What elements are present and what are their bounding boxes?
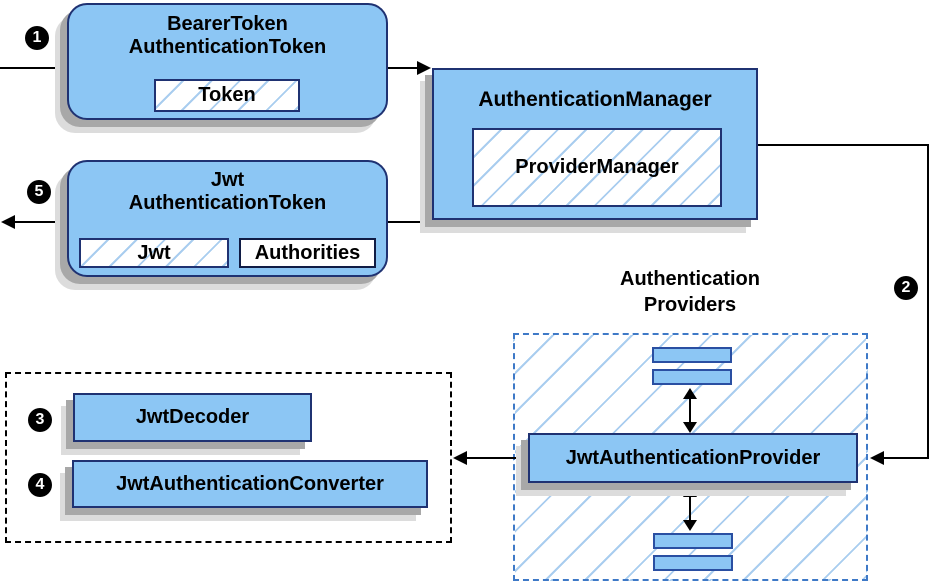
jwt-token-title-line2: AuthenticationToken: [128, 192, 327, 214]
authorities-chip-label: Authorities: [254, 241, 361, 264]
authentication-manager-node: AuthenticationManager ProviderManager: [432, 68, 758, 220]
jwt-chip: Jwt: [79, 238, 229, 268]
providers-upper-double-arrow-top-head: [683, 388, 697, 399]
step-badge-4: 4: [28, 473, 52, 497]
bearer-token-title-line1: BearerToken: [167, 13, 288, 35]
other-provider-slot-4: [653, 555, 733, 571]
decoder-converter-group-box: [5, 372, 452, 543]
bearer-token-title-line2: AuthenticationToken: [128, 36, 327, 58]
jwt-decoder-title: JwtDecoder: [135, 406, 250, 428]
providers-lower-double-arrow-bottom-head: [683, 520, 697, 531]
step-badge-3: 3: [28, 408, 52, 432]
arrow-bearer-to-manager-head: [417, 61, 431, 75]
authorities-chip: Authorities: [239, 238, 376, 268]
token-chip: Token: [154, 79, 300, 112]
other-provider-slot-1: [652, 347, 732, 363]
arrow-jwt-token-out-line: [13, 221, 67, 223]
authentication-providers-label: Authentication Providers: [565, 266, 815, 318]
token-chip-label: Token: [198, 84, 256, 106]
step-badge-1: 1: [25, 26, 49, 50]
connector-manager-to-jwt-token: [388, 221, 433, 223]
arrow-bearer-to-manager-line: [388, 67, 418, 69]
providers-lower-double-arrow-top-head: [683, 486, 697, 497]
jwt-authentication-provider-node: JwtAuthenticationProvider: [528, 433, 858, 483]
jwt-decoder-node: JwtDecoder: [73, 393, 312, 442]
arrow-provider-to-decoders-head: [453, 451, 467, 465]
step-badge-2: 2: [894, 276, 918, 300]
jwt-authentication-converter-title: JwtAuthenticationConverter: [116, 472, 384, 495]
jwt-authentication-token-node: Jwt AuthenticationToken Jwt Authorities: [67, 160, 388, 277]
authentication-providers-label-line1: Authentication: [620, 268, 760, 290]
providers-upper-double-arrow-line: [689, 396, 691, 424]
arrow-manager-to-provider-vertical: [927, 144, 929, 458]
arrow-provider-to-decoders-line: [467, 457, 528, 459]
authentication-manager-title: AuthenticationManager: [478, 88, 712, 111]
provider-manager-chip-label: ProviderManager: [515, 156, 679, 178]
providers-upper-double-arrow-bottom-head: [683, 422, 697, 433]
bearer-token-authentication-token-node: BearerToken AuthenticationToken Token: [67, 3, 388, 120]
jwt-authentication-provider-title: JwtAuthenticationProvider: [565, 446, 821, 469]
arrow-jwt-token-out-head: [1, 215, 15, 229]
jwt-authentication-converter-node: JwtAuthenticationConverter: [72, 460, 428, 508]
arrow-incoming-request: [0, 67, 66, 69]
other-provider-slot-2: [652, 369, 732, 385]
provider-manager-chip: ProviderManager: [472, 128, 722, 207]
authentication-providers-label-line2: Providers: [643, 294, 737, 316]
other-provider-slot-3: [653, 533, 733, 549]
arrow-manager-to-provider-head: [870, 451, 884, 465]
arrow-manager-to-provider-bottom: [884, 457, 929, 459]
jwt-token-title-line1: Jwt: [210, 169, 245, 191]
step-badge-5: 5: [27, 180, 51, 204]
jwt-chip-label: Jwt: [137, 241, 171, 264]
arrow-manager-to-provider-top: [758, 144, 929, 146]
providers-lower-double-arrow-line: [689, 494, 691, 522]
